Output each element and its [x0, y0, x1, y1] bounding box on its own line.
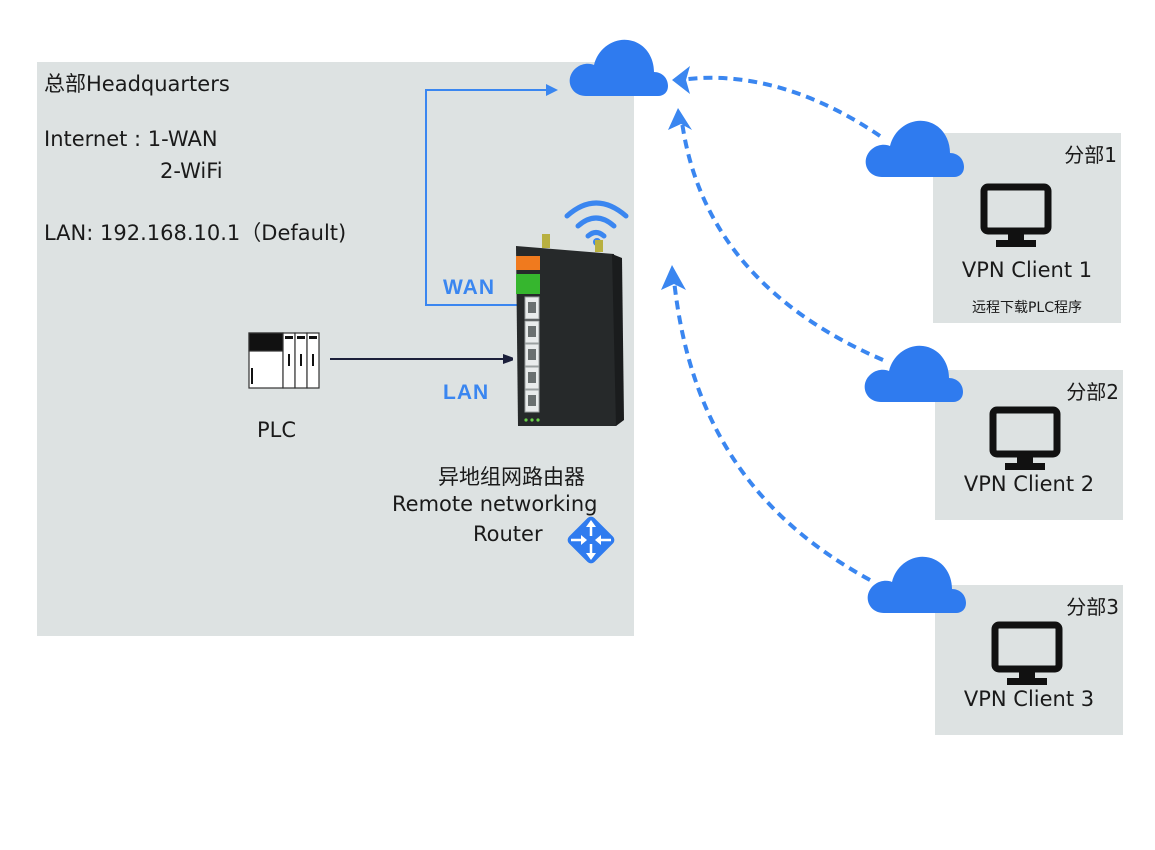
- tunnel-arrowhead: [661, 265, 686, 290]
- internet-cloud-icon: [569, 39, 668, 96]
- lan-address: LAN: 192.168.10.1（Default): [44, 221, 347, 245]
- branch-panel-3: 分部3 VPN Client 3: [935, 585, 1123, 735]
- power-terminal: [516, 256, 540, 270]
- router-label-en-2: Router: [473, 522, 543, 546]
- branch-panel-1: 分部1 VPN Client 1 远程下载PLC程序: [933, 133, 1121, 323]
- router-icon: [567, 516, 615, 564]
- lan-label: LAN: [443, 381, 490, 404]
- branch-title: 分部1: [1064, 143, 1117, 167]
- vpn-client-note: 远程下载PLC程序: [971, 300, 1083, 316]
- monitor-icon: [991, 621, 1063, 685]
- hq-title: 总部Headquarters: [44, 72, 230, 96]
- internet-line-1: Internet : 1-WAN: [44, 127, 218, 151]
- wan-connection-line: [425, 84, 558, 306]
- tunnel-arrowhead: [668, 108, 692, 130]
- vpn-client-label: VPN Client 2: [963, 472, 1095, 496]
- wan-label: WAN: [443, 276, 495, 299]
- branch-panel-2: 分部2 VPN Client 2: [935, 370, 1123, 520]
- wifi-icon: [564, 200, 629, 239]
- io-terminal: [516, 274, 540, 294]
- vpn-tunnel-1: [679, 75, 882, 138]
- vpn-tunnel-3: [672, 279, 871, 582]
- plc-icon: [248, 332, 320, 389]
- branch-title: 分部2: [1066, 380, 1119, 404]
- vpn-client-label: VPN Client 1: [961, 258, 1093, 282]
- plc-label: PLC: [257, 418, 297, 442]
- tunnel-arrowhead: [672, 66, 690, 94]
- router-label-en-1: Remote networking: [392, 492, 598, 516]
- branch-cloud-icon-2: [864, 345, 963, 402]
- vpn-tunnel-2: [680, 121, 884, 362]
- monitor-icon: [980, 183, 1052, 247]
- vpn-client-label: VPN Client 3: [963, 687, 1095, 711]
- branch-cloud-icon-3: [867, 556, 966, 613]
- branch-title: 分部3: [1066, 595, 1119, 619]
- router-label-cn: 异地组网路由器: [438, 465, 585, 489]
- monitor-icon: [989, 406, 1061, 470]
- router-device: [516, 234, 624, 426]
- internet-line-2: 2-WiFi: [160, 159, 223, 183]
- branch-cloud-icon-1: [865, 120, 964, 177]
